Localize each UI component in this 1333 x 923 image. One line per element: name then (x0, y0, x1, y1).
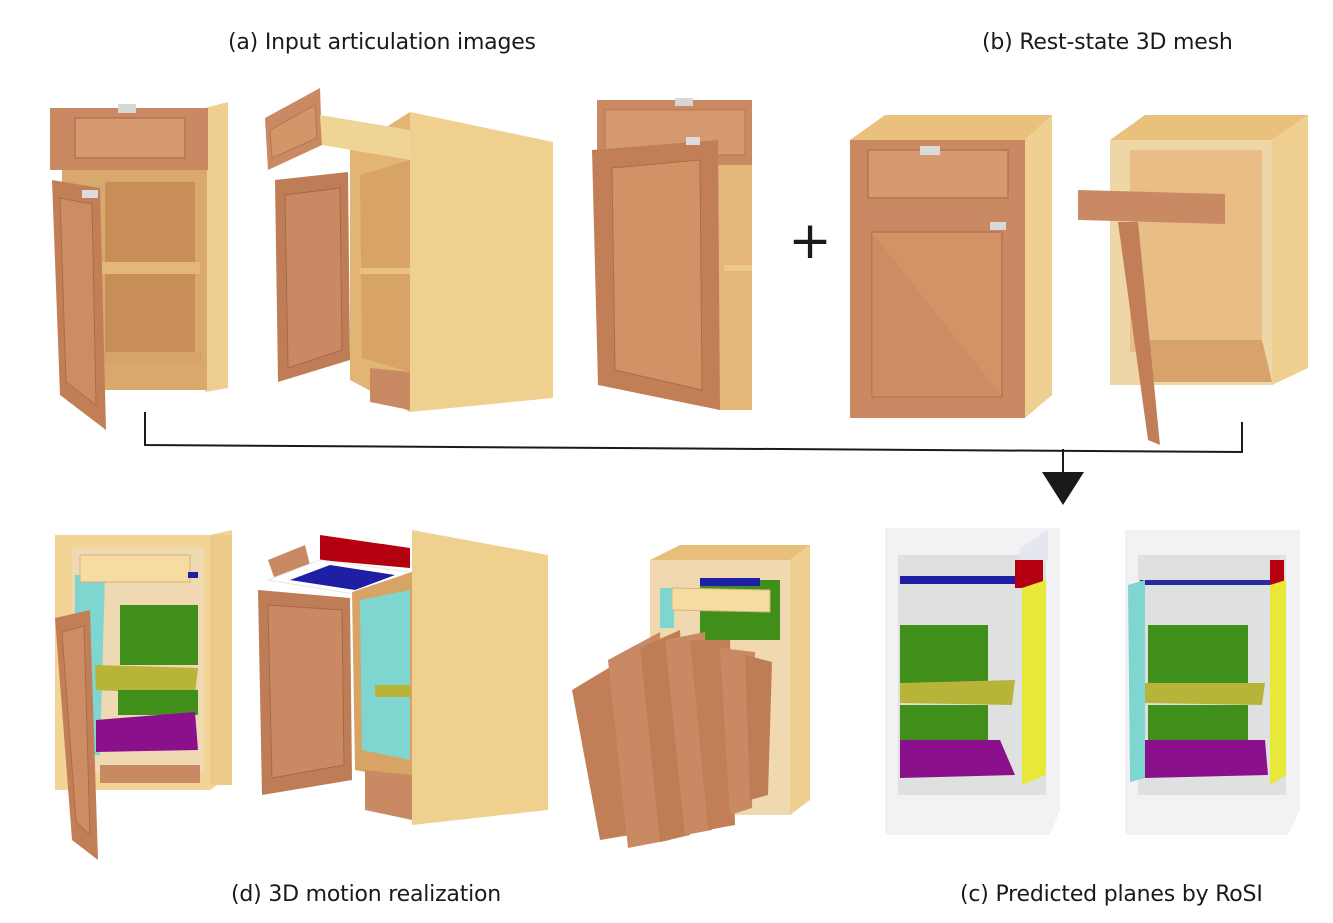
motion-realization-2 (258, 530, 548, 825)
flow-connector (144, 412, 1243, 505)
caption-rest-state-mesh: (b) Rest-state 3D mesh (982, 30, 1233, 55)
motion-realization-3 (572, 545, 810, 848)
caption-input-articulation-images: (a) Input articulation images (228, 30, 536, 55)
input-image-cabinet-door-ajar (592, 98, 752, 410)
predicted-planes-2 (1125, 530, 1300, 835)
caption-motion-realization: (d) 3D motion realization (231, 882, 502, 907)
rest-state-mesh-front (850, 115, 1052, 418)
predicted-planes-1 (885, 528, 1060, 835)
plus-sign: + (788, 211, 832, 271)
rest-state-mesh-exploded (1078, 115, 1308, 445)
motion-realization-1 (55, 530, 232, 860)
input-image-cabinet-drawer-open (265, 88, 553, 412)
caption-predicted-planes: (c) Predicted planes by RoSI (960, 882, 1263, 907)
input-image-cabinet-open-door (50, 102, 228, 430)
down-arrow-icon (1042, 472, 1084, 505)
